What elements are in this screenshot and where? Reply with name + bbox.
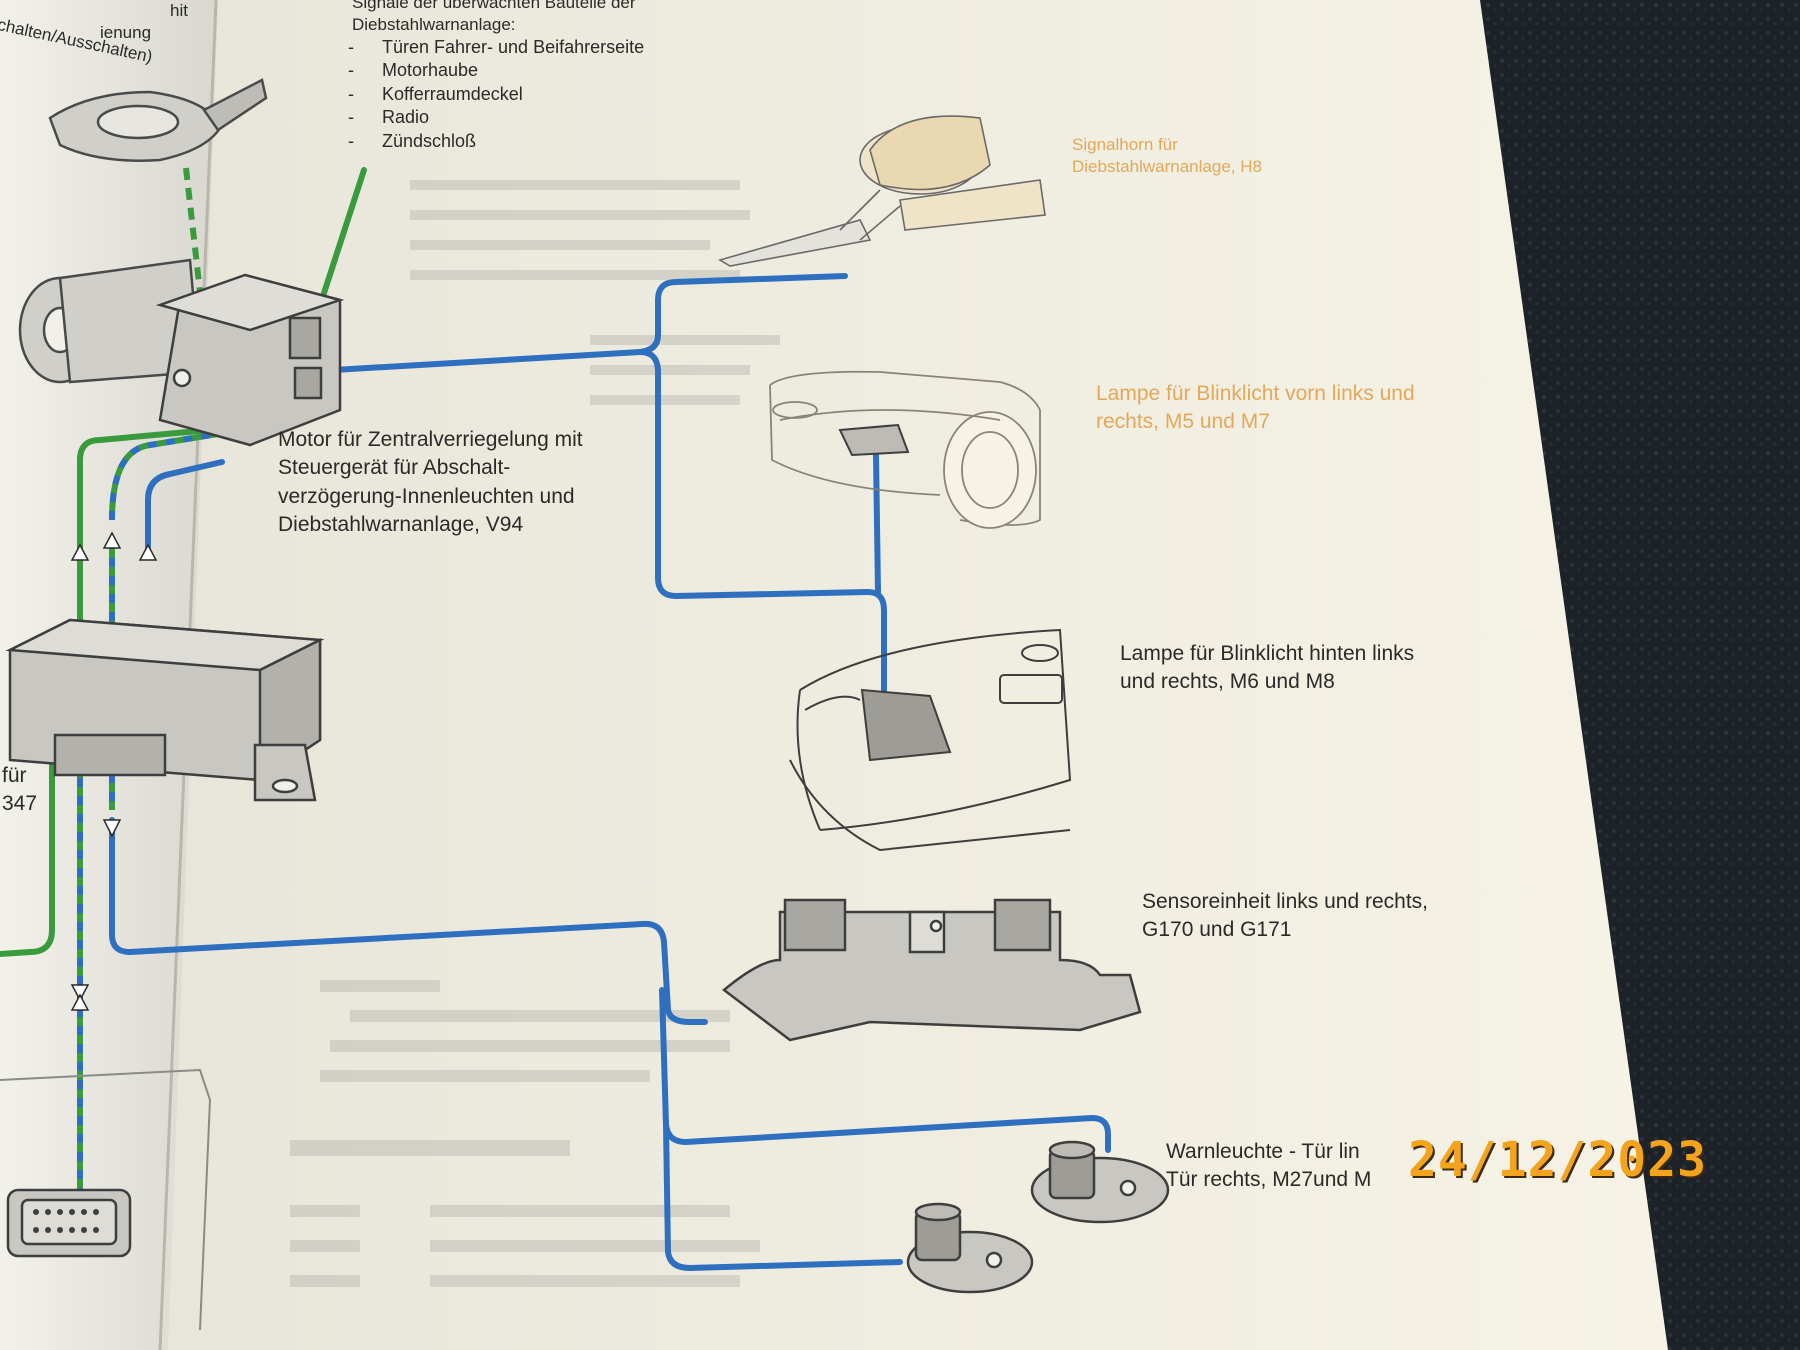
rear-blinker-lamp <box>860 688 952 762</box>
warning-lamp-right <box>1030 1140 1170 1224</box>
warning-lamp-label: Warnleuchte - Tür lin Tür rechts, M27und… <box>1166 1138 1371 1195</box>
diagnosis-connector <box>0 1068 212 1331</box>
sensor-label-line2: G170 und G171 <box>1142 918 1292 942</box>
sensor-label-line1: Sensoreinheit links und rechts, <box>1142 890 1428 913</box>
motor-label-line3: verzögerung-Innenleuchten und <box>278 484 575 508</box>
rear-lamp-label: Lampe für Blinklicht hinten links und re… <box>1120 640 1414 697</box>
top-left-fragment-line2: ienung <box>100 23 152 43</box>
signals-list: Türen Fahrer- und Beifahrerseite Motorha… <box>348 36 644 153</box>
signals-list-item: Radio <box>348 106 644 129</box>
control-unit-box <box>5 618 325 802</box>
left-fragment-label: für 347 <box>2 762 37 819</box>
sensor-unit-component <box>721 898 1142 1042</box>
rear-car-outline <box>789 628 1072 852</box>
right-page <box>150 0 1668 1350</box>
horn-label-line2: Diebstahlwarnanlage, H8 <box>1072 157 1262 177</box>
signal-horn-component <box>718 115 1046 267</box>
horn-label-line1: Signalhorn für <box>1072 135 1178 154</box>
front-car-outline <box>769 370 1041 529</box>
date-stamp: 24/12/2023 <box>1408 1132 1707 1188</box>
ignition-lock-component <box>48 78 268 162</box>
signals-heading-line2: Diebstahlwarnanlage: <box>352 15 516 35</box>
signals-heading-line1: Signale der überwachten Bauteile der <box>352 0 636 12</box>
front-blinker-lamp <box>838 423 910 457</box>
signals-list-item: Zündschloß <box>348 130 644 153</box>
front-lamp-label-line1: Lampe für Blinklicht vorn links und <box>1096 382 1415 405</box>
motor-label-line1: Motor für Zentralverriegelung mit <box>278 428 583 451</box>
lock-cylinder-component <box>18 258 202 384</box>
motor-label: Motor für Zentralverriegelung mit Steuer… <box>278 426 583 539</box>
v94-motor-unit <box>155 273 345 447</box>
left-fragment-line2: 347 <box>2 792 38 816</box>
sensor-label: Sensoreinheit links und rechts, G170 und… <box>1142 888 1428 945</box>
rear-lamp-label-line2: und rechts, M6 und M8 <box>1120 670 1335 694</box>
signals-list-item: Kofferraumdeckel <box>348 83 644 106</box>
signals-heading: Signale der überwachten Bauteile der Die… <box>352 0 636 36</box>
left-fragment-line1: für <box>2 764 27 787</box>
front-lamp-label: Lampe für Blinklicht vorn links und rech… <box>1096 380 1415 437</box>
front-lamp-label-line2: rechts, M5 und M7 <box>1096 410 1270 434</box>
top-left-fragment-label: hit ienung <box>100 0 188 44</box>
warning-lamp-label-line1: Warnleuchte - Tür lin <box>1166 1140 1360 1163</box>
warning-lamp-label-line2: Tür rechts, M27und M <box>1166 1168 1372 1192</box>
signals-list-item: Motorhaube <box>348 59 644 82</box>
motor-label-line4: Diebstahlwarnanlage, V94 <box>278 513 524 537</box>
rear-lamp-label-line1: Lampe für Blinklicht hinten links <box>1120 642 1415 665</box>
horn-label: Signalhorn für Diebstahlwarnanlage, H8 <box>1072 134 1262 178</box>
bleed-through-text <box>290 180 780 1287</box>
top-left-fragment-line1: hit <box>170 1 188 20</box>
blue-wire-network <box>109 273 1111 1271</box>
motor-label-line2: Steuergerät für Abschalt- <box>278 456 511 480</box>
warning-lamp-left <box>906 1202 1034 1294</box>
signals-list-item: Türen Fahrer- und Beifahrerseite <box>348 36 644 59</box>
